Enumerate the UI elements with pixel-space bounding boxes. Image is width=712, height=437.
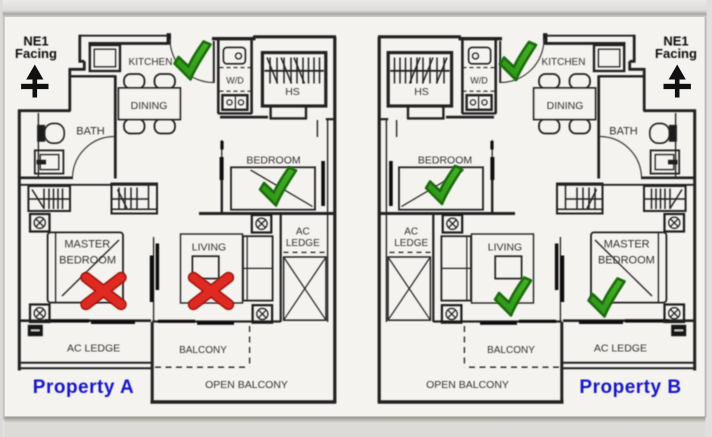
svg-text:AC: AC: [404, 226, 418, 237]
svg-text:W/D: W/D: [470, 75, 488, 85]
svg-text:BATH: BATH: [76, 125, 105, 137]
svg-text:NE1: NE1: [663, 33, 688, 48]
svg-text:BEDROOM: BEDROOM: [246, 155, 300, 167]
svg-text:DINING: DINING: [131, 100, 168, 112]
svg-text:MASTER: MASTER: [64, 239, 110, 251]
svg-text:Facing: Facing: [15, 46, 57, 61]
svg-text:MASTER: MASTER: [604, 239, 650, 251]
svg-text:HS: HS: [414, 86, 429, 98]
svg-text:LIVING: LIVING: [192, 242, 226, 254]
svg-text:Property B: Property B: [579, 377, 681, 398]
svg-text:BEDROOM: BEDROOM: [598, 254, 655, 266]
svg-text:OPEN BALCONY: OPEN BALCONY: [426, 379, 509, 391]
svg-text:BALCONY: BALCONY: [179, 345, 227, 356]
svg-text:LEDGE: LEDGE: [394, 238, 428, 249]
svg-text:BEDROOM: BEDROOM: [418, 155, 472, 167]
svg-text:AC LEDGE: AC LEDGE: [67, 342, 120, 354]
svg-text:OPEN BALCONY: OPEN BALCONY: [205, 379, 288, 391]
svg-text:KITCHEN: KITCHEN: [542, 57, 586, 68]
svg-text:NE1: NE1: [23, 33, 48, 48]
svg-text:LEDGE: LEDGE: [286, 238, 320, 249]
svg-text:KITCHEN: KITCHEN: [129, 57, 173, 68]
svg-text:BATH: BATH: [609, 125, 638, 137]
svg-text:BEDROOM: BEDROOM: [59, 254, 116, 266]
svg-text:BALCONY: BALCONY: [487, 345, 535, 356]
svg-text:W/D: W/D: [226, 75, 244, 85]
svg-text:AC: AC: [296, 226, 310, 237]
svg-text:Property A: Property A: [33, 377, 134, 398]
svg-text:HS: HS: [285, 86, 300, 98]
svg-text:DINING: DINING: [547, 100, 584, 112]
svg-text:LIVING: LIVING: [488, 242, 522, 254]
svg-text:AC LEDGE: AC LEDGE: [594, 342, 647, 354]
svg-text:Facing: Facing: [655, 46, 697, 61]
